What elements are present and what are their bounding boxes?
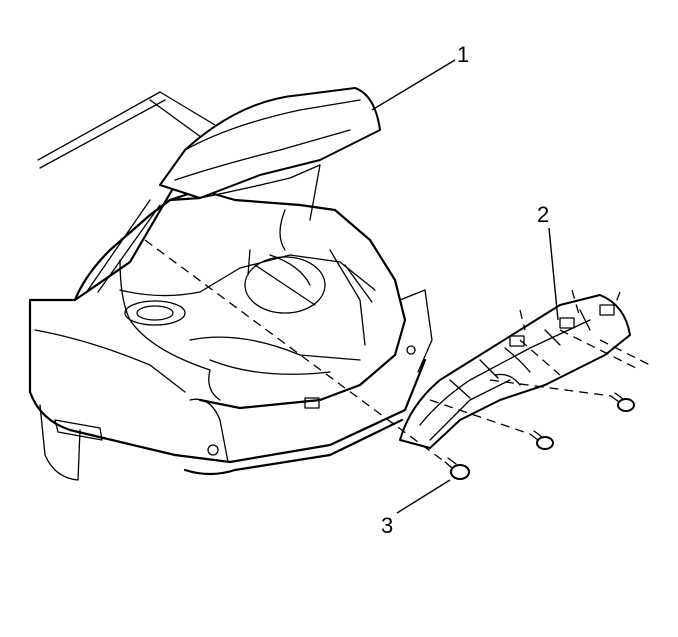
retainer-c <box>610 392 635 412</box>
leader-3 <box>396 479 451 514</box>
retainer-a <box>444 457 470 480</box>
callout-3-label: 3 <box>381 513 393 538</box>
trunk-side-liner <box>399 294 631 449</box>
retainer-b <box>529 430 554 450</box>
push-in-retainers <box>444 392 635 480</box>
callout-leaders <box>371 59 559 514</box>
callout-2-label: 2 <box>537 202 549 227</box>
callout-1-label: 1 <box>457 42 469 67</box>
leader-1 <box>371 59 456 111</box>
trunk-lid <box>87 87 381 293</box>
alignment-lines <box>144 239 651 463</box>
leader-2 <box>548 227 559 321</box>
